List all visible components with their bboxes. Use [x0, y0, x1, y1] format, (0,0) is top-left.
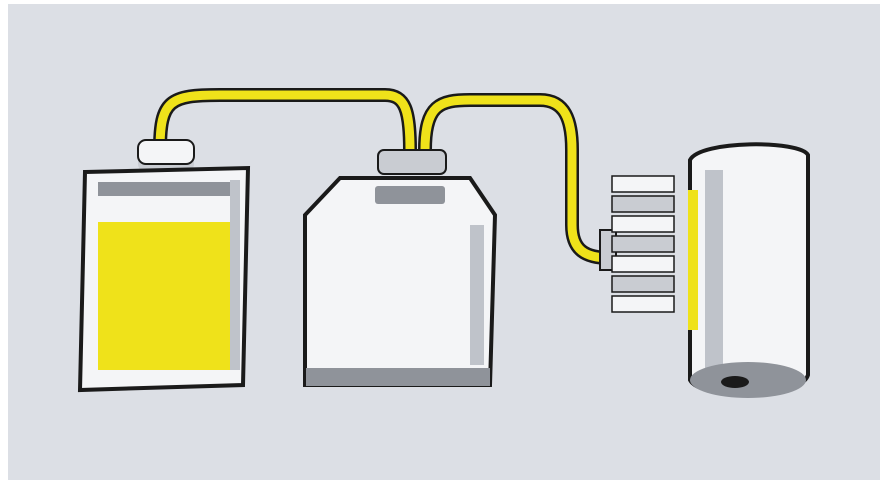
radiator-icon [599, 175, 675, 313]
radiator-fin [611, 175, 675, 193]
radiator-fin [611, 215, 675, 233]
cylinder-outlet [721, 376, 749, 388]
tank-fluid [98, 222, 233, 370]
radiator-fin [611, 195, 675, 213]
fluid-tank-icon [77, 139, 251, 393]
canister-body [303, 176, 498, 387]
pipe-tank-to-canister [153, 88, 417, 157]
radiator-fin [611, 275, 675, 293]
canister-neck [377, 149, 447, 175]
radiator-fin [611, 255, 675, 273]
radiator-fin [611, 235, 675, 253]
tank-top-band [98, 182, 233, 196]
radiator-fins [611, 175, 675, 313]
radiator-fin [611, 295, 675, 313]
canister-icon [303, 149, 498, 387]
pipe-canister-to-radiator [418, 93, 617, 265]
canister-label [375, 186, 445, 204]
cylinder-stripe [688, 190, 698, 330]
canister-base [306, 368, 490, 386]
cylinder-icon [688, 142, 810, 398]
